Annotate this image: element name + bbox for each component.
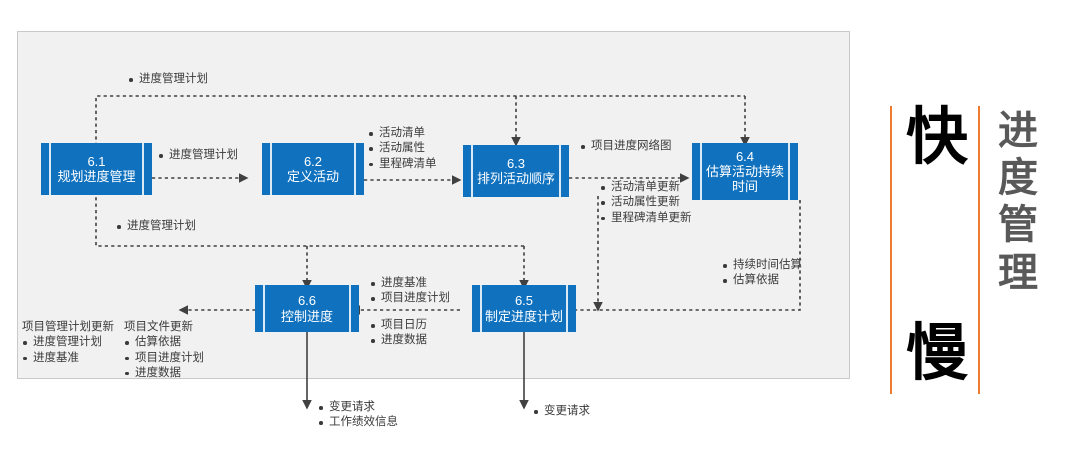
note-item: 项目进度计划 bbox=[370, 291, 450, 306]
arrow-64-to-65 bbox=[561, 200, 801, 315]
note-item: 进度管理计划 bbox=[22, 335, 114, 350]
note-pm-doc-updates: 项目文件更新 估算依据 项目进度计划 进度数据 bbox=[124, 320, 204, 381]
note-65-output: 变更请求 bbox=[533, 404, 590, 419]
note-63-updates: 活动清单更新 活动属性更新 里程碑清单更新 bbox=[600, 180, 692, 226]
note-item: 进度基准 bbox=[370, 276, 450, 291]
deco-char-fast: 快 bbox=[905, 100, 968, 173]
process-name: 排列活动顺序 bbox=[476, 171, 555, 186]
decorative-title-panel: 快 慢 进 度 管 理 bbox=[880, 100, 1070, 400]
box-edge-right bbox=[559, 145, 561, 197]
note-item: 变更请求 bbox=[533, 404, 590, 419]
deco-title-char-4: 理 bbox=[998, 249, 1038, 296]
note-item: 项目进度计划 bbox=[124, 351, 204, 366]
note-item: 里程碑清单 bbox=[368, 157, 437, 172]
note-61-to-62: 进度管理计划 bbox=[158, 148, 238, 163]
note-64-to-65: 持续时间估算 估算依据 bbox=[722, 258, 802, 289]
note-header: 项目文件更新 bbox=[124, 321, 193, 333]
box-edge-right bbox=[349, 285, 351, 332]
box-edge-right bbox=[788, 143, 790, 200]
process-box-6-3[interactable]: 6.3 排列活动顺序 bbox=[463, 145, 569, 197]
box-edge-left bbox=[700, 143, 702, 200]
note-item: 持续时间估算 bbox=[722, 258, 802, 273]
note-item: 进度基准 bbox=[22, 351, 114, 366]
note-65-to-66-bottom: 项目日历 进度数据 bbox=[370, 318, 427, 349]
rail-bottom bbox=[95, 178, 524, 247]
note-66-output: 变更请求 工作绩效信息 bbox=[318, 400, 398, 431]
note-item: 活动清单更新 bbox=[600, 180, 692, 195]
note-item: 项目进度网络图 bbox=[580, 139, 672, 154]
process-number: 6.5 bbox=[514, 293, 534, 309]
process-name: 制定进度计划 bbox=[484, 308, 563, 324]
note-item: 进度数据 bbox=[124, 366, 204, 381]
box-edge-left bbox=[471, 145, 473, 197]
deco-title-char-3: 管 bbox=[998, 202, 1038, 249]
box-edge-right bbox=[566, 285, 568, 332]
box-edge-left bbox=[263, 285, 265, 332]
accent-bar-right bbox=[978, 106, 980, 394]
note-item: 进度管理计划 bbox=[128, 72, 208, 87]
note-header: 项目管理计划更新 bbox=[22, 321, 114, 333]
process-box-6-4[interactable]: 6.4 估算活动持续 时间 bbox=[692, 143, 798, 200]
box-edge-right bbox=[142, 143, 144, 195]
box-edge-left bbox=[480, 285, 482, 332]
note-item: 进度数据 bbox=[370, 333, 427, 348]
deco-title-char-2: 度 bbox=[998, 155, 1038, 202]
process-name: 估算活动持续 时间 bbox=[705, 163, 784, 195]
box-edge-right bbox=[354, 143, 356, 195]
process-diagram-panel bbox=[17, 31, 850, 379]
accent-bar-left bbox=[890, 106, 892, 394]
process-box-6-2[interactable]: 6.2 定义活动 bbox=[262, 143, 364, 195]
note-bottom-plan: 进度管理计划 bbox=[116, 219, 196, 234]
box-edge-left bbox=[49, 143, 51, 195]
note-pm-plan-updates: 项目管理计划更新 进度管理计划 进度基准 bbox=[22, 320, 114, 366]
note-item: 进度管理计划 bbox=[116, 219, 196, 234]
process-number: 6.4 bbox=[735, 148, 755, 164]
note-item: 进度管理计划 bbox=[158, 148, 238, 163]
note-item: 活动属性 bbox=[368, 141, 437, 156]
note-62-to-63: 活动清单 活动属性 里程碑清单 bbox=[368, 126, 437, 172]
note-63-to-64: 项目进度网络图 bbox=[580, 139, 672, 154]
note-item: 活动清单 bbox=[368, 126, 437, 141]
process-name: 定义活动 bbox=[286, 169, 339, 184]
deco-title-vertical: 进 度 管 理 bbox=[992, 108, 1044, 297]
process-number: 6.1 bbox=[87, 153, 106, 169]
note-top-plan: 进度管理计划 bbox=[128, 72, 208, 87]
deco-title-char-1: 进 bbox=[998, 108, 1038, 154]
note-item: 活动属性更新 bbox=[600, 195, 692, 210]
process-number: 6.3 bbox=[506, 155, 526, 171]
deco-char-slow: 慢 bbox=[905, 316, 968, 389]
note-item: 估算依据 bbox=[124, 335, 204, 350]
process-number: 6.2 bbox=[303, 153, 323, 169]
note-item: 变更请求 bbox=[318, 400, 398, 415]
note-item: 工作绩效信息 bbox=[318, 415, 398, 430]
process-box-6-1[interactable]: 6.1 规划进度管理 bbox=[41, 143, 152, 195]
note-item: 里程碑清单更新 bbox=[600, 211, 692, 226]
note-item: 项目日历 bbox=[370, 318, 427, 333]
process-box-6-6[interactable]: 6.6 控制进度 bbox=[255, 285, 359, 332]
process-box-6-5[interactable]: 6.5 制定进度计划 bbox=[472, 285, 576, 332]
note-item: 估算依据 bbox=[722, 273, 802, 288]
process-name: 控制进度 bbox=[280, 308, 333, 324]
process-name: 规划进度管理 bbox=[57, 169, 136, 184]
note-65-to-66-top: 进度基准 项目进度计划 bbox=[370, 276, 450, 307]
box-edge-left bbox=[270, 143, 272, 195]
process-number: 6.6 bbox=[297, 293, 317, 309]
